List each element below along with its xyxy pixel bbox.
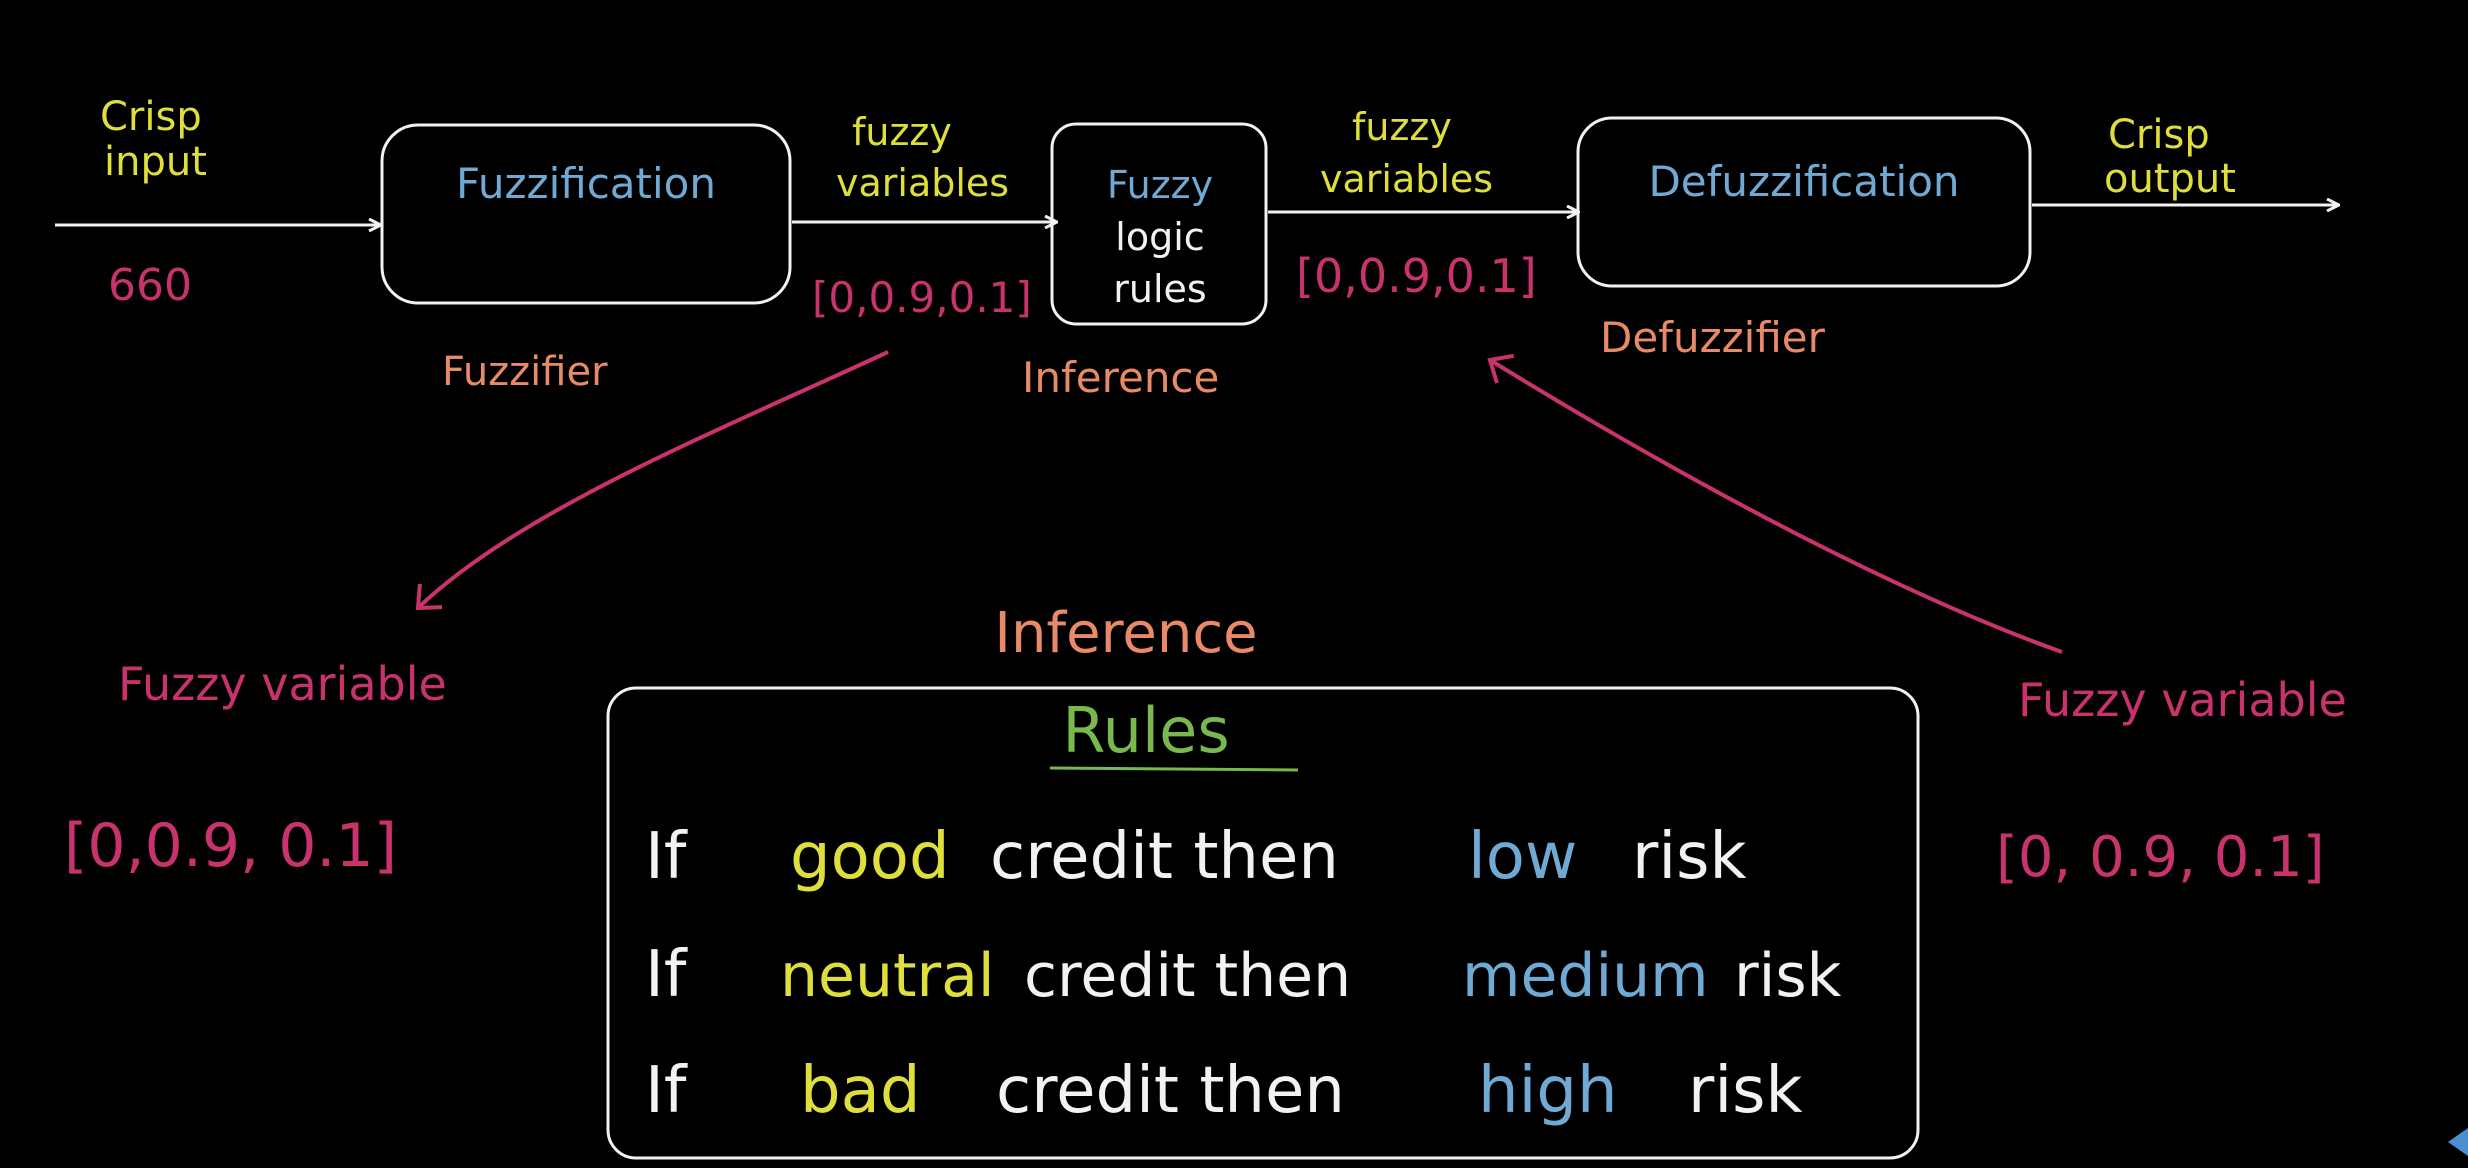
rules-heading-underline [1049, 766, 1299, 772]
rules-block-line2: logic [1115, 215, 1204, 259]
rule-2-if: If [645, 938, 688, 1012]
rule-1-if: If [645, 820, 688, 894]
play-control-icon[interactable] [2448, 1128, 2468, 1156]
link-left-value: [0,0.9,0.1] [812, 273, 1032, 322]
fuzzy-logic-rules-box [1050, 122, 1268, 326]
link-right-label-line1: fuzzy [1352, 105, 1452, 149]
link-left-label-line2: variables [836, 161, 1009, 205]
rule-3-if: If [645, 1054, 688, 1128]
rules-block-line3: rules [1113, 267, 1206, 311]
left-callout-value: [0,0.9, 0.1] [64, 811, 397, 881]
rule-1-consequent: low [1468, 820, 1577, 894]
rule-2-tail: risk [1734, 941, 1842, 1011]
rule-row-3: If bad credit then high risk [645, 1054, 1803, 1128]
defuzzification-box [1576, 116, 2032, 288]
fuzzification-box [380, 123, 792, 305]
defuzzifier-role: Defuzzifier [1600, 313, 1826, 362]
link-right-value: [0,0.9,0.1] [1296, 249, 1537, 303]
rules-block-line1: Fuzzy [1107, 163, 1213, 207]
rule-row-2: If neutral credit then medium risk [645, 938, 1842, 1012]
fuzzification-title: Fuzzification [456, 159, 716, 208]
link-left-label-line1: fuzzy [852, 110, 952, 154]
link-right-label-line2: variables [1320, 157, 1493, 201]
left-callout-arrow [415, 350, 889, 611]
rule-3-middle: credit then [996, 1054, 1345, 1128]
rule-1-tail: risk [1632, 820, 1747, 894]
right-callout-arrow [1487, 353, 2063, 654]
left-callout-label: Fuzzy variable [118, 657, 447, 711]
right-callout-label: Fuzzy variable [2018, 673, 2347, 727]
rules-heading: Rules [1062, 694, 1229, 767]
rule-2-middle: credit then [1024, 941, 1351, 1011]
defuzzification-title: Defuzzification [1648, 157, 1959, 206]
rule-3-tail: risk [1688, 1054, 1803, 1128]
rule-2-condition: neutral [780, 941, 995, 1011]
output-label-line2: output [2104, 156, 2236, 202]
output-label-line1: Crisp [2108, 112, 2210, 158]
input-label-line2: input [104, 139, 207, 185]
fuzzifier-role: Fuzzifier [442, 349, 608, 395]
inference-panel-box [606, 686, 1920, 1160]
rule-1-middle: credit then [990, 820, 1339, 894]
input-value: 660 [108, 260, 192, 311]
inference-panel-title: Inference [994, 601, 1257, 666]
rule-3-consequent: high [1478, 1054, 1618, 1128]
input-label-line1: Crisp [100, 94, 202, 140]
right-callout-value: [0, 0.9, 0.1] [1996, 825, 2325, 890]
rule-3-condition: bad [800, 1054, 920, 1128]
inference-role: Inference [1022, 353, 1219, 402]
rule-1-condition: good [790, 820, 950, 894]
rule-2-consequent: medium [1462, 941, 1709, 1011]
rule-row-1: If good credit then low risk [645, 820, 1747, 894]
